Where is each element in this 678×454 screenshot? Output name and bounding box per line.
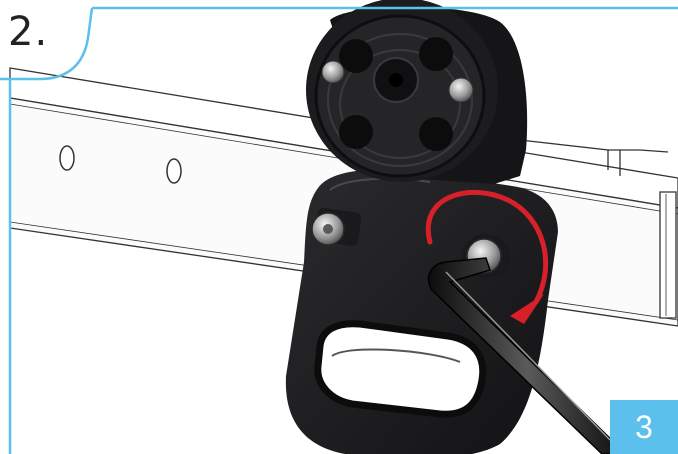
- screw-head: [448, 77, 474, 103]
- clockwise-arrow-icon: [425, 190, 549, 324]
- rail-hole: [166, 158, 182, 184]
- screw-head: [321, 60, 345, 84]
- step-number: 2.: [8, 9, 49, 55]
- step-frame: [0, 6, 678, 454]
- clamp-cylinder: [306, 0, 528, 184]
- hex-key-icon: [427, 257, 628, 454]
- page-number-badge: 3: [610, 400, 678, 454]
- side-screw: [311, 207, 362, 247]
- rail-hole: [59, 145, 75, 171]
